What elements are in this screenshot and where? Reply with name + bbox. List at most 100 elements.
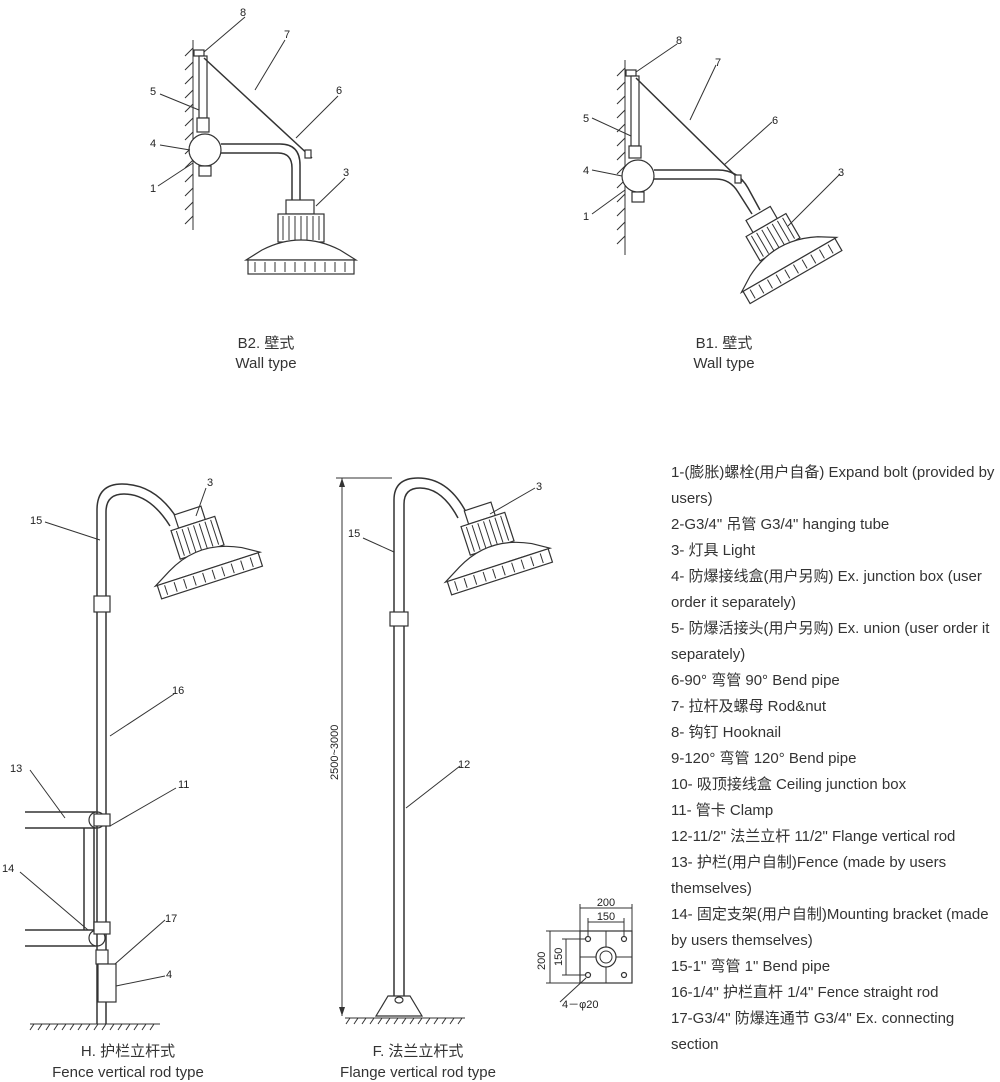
bend-pipe-inner [654, 178, 753, 215]
union [628, 145, 642, 159]
bolt-hole [584, 971, 592, 979]
light-fixture [443, 501, 554, 596]
clamp [93, 595, 111, 613]
legend-item-5: 5- 防爆活接头(用户另购) Ex. union (user order it … [671, 620, 990, 663]
caption-h-cn: H. 护栏立杆式 [81, 1043, 175, 1060]
junction-box [188, 133, 222, 167]
height-dim-text: 2500~3000 [329, 725, 341, 780]
legend-item-4: 4- 防爆接线盒(用户另购) Ex. junction box (user or… [671, 568, 982, 611]
hanging-tube [198, 55, 208, 119]
rod-and-nut [203, 57, 313, 159]
legend-item-3: 3- 灯具 Light [671, 542, 756, 559]
label-15: 15 [30, 515, 42, 527]
caption-h-en: Fence vertical rod type [52, 1064, 204, 1081]
hooknail [625, 69, 637, 77]
label-12: 12 [458, 759, 470, 771]
dim-200-top: 200 [597, 897, 615, 909]
label-11: 11 [178, 779, 189, 791]
caption-f-cn: F. 法兰立杆式 [373, 1043, 464, 1060]
caption-f-en: Flange vertical rod type [340, 1064, 496, 1081]
label-8: 8 [240, 7, 246, 19]
legend-item-8: 8- 钩钉 Hooknail [671, 724, 782, 741]
label-1: 1 [150, 183, 156, 195]
parts-legend: 1-(膨胀)螺栓(用户自备) Expand bolt (provided by … [671, 460, 996, 1058]
label-6: 6 [772, 115, 778, 127]
legend-item-7: 7- 拉杆及螺母 Rod&nut [671, 698, 827, 715]
bolt-hole [584, 935, 592, 943]
dim-holes: 4－φ20 [562, 999, 599, 1011]
hanging-tube [630, 75, 640, 147]
rod-nut [734, 174, 742, 184]
label-1: 1 [583, 211, 589, 223]
label-7: 7 [284, 29, 290, 41]
bend-pipe-inner [221, 152, 293, 200]
light-fixture [243, 199, 359, 275]
flange-plate-detail: 200 150 200 150 4－φ20 [536, 897, 633, 1011]
junction-box [621, 159, 655, 193]
label-4: 4 [166, 969, 172, 981]
junction-box-plug [198, 165, 212, 177]
legend-item-2: 2-G3/4" 吊管 G3/4" hanging tube [671, 516, 890, 533]
dim-150-left: 150 [553, 948, 565, 966]
label-17: 17 [165, 913, 177, 925]
label-4: 4 [583, 165, 589, 177]
flange-bolt [394, 996, 404, 1004]
caption-b2-en: Wall type [235, 355, 296, 372]
bend-pipe-1in [105, 493, 171, 1024]
caption-b1-cn: B1. 壁式 [696, 335, 753, 352]
bend-pipe-1in [403, 487, 459, 996]
center-hole [595, 946, 617, 968]
legend-item-16: 16-1/4" 护栏直杆 1/4" Fence straight rod [671, 984, 939, 1001]
ex-connecting-section [95, 949, 109, 965]
legend-item-9: 9-120° 弯管 120° Bend pipe [671, 750, 857, 767]
light-fixture [739, 205, 843, 305]
label-3: 3 [838, 167, 844, 179]
label-14: 14 [2, 863, 14, 875]
legend-item-1: 1-(膨胀)螺栓(用户自备) Expand bolt (provided by … [671, 464, 995, 507]
figure-b1-wall-type: 8 7 5 6 4 3 1 B1. 壁式 Wall type [583, 35, 844, 372]
rod-nut [304, 149, 312, 159]
mounting-bracket [93, 921, 111, 935]
light-fixture [153, 505, 264, 600]
label-3: 3 [207, 477, 213, 489]
bend-pipe [221, 143, 301, 200]
legend-item-17: 17-G3/4" 防爆连通节 G3/4" Ex. connecting sect… [671, 1010, 955, 1053]
label-16: 16 [172, 685, 184, 697]
caption-b1-en: Wall type [693, 355, 754, 372]
legend-item-14: 14- 固定支架(用户自制)Mounting bracket (made by … [671, 906, 989, 949]
label-5: 5 [150, 86, 156, 98]
hooknail [193, 49, 205, 57]
caption-b2-cn: B2. 壁式 [238, 335, 295, 352]
label-5: 5 [583, 113, 589, 125]
junction-box [97, 963, 117, 1003]
dim-200-left: 200 [536, 952, 548, 970]
wall-hatch [616, 60, 626, 255]
pipe-coupling [389, 611, 409, 627]
dim-150-top: 150 [597, 911, 615, 923]
figure-h-fence-vertical-rod: 3 15 16 13 11 14 17 4 H. 护栏立杆式 Fence ver… [2, 477, 264, 1081]
fence [25, 811, 106, 947]
bolt-hole [620, 971, 628, 979]
legend-item-6: 6-90° 弯管 90° Bend pipe [671, 672, 840, 689]
flange-vertical-rod [393, 477, 467, 996]
label-8: 8 [676, 35, 682, 47]
label-3: 3 [536, 481, 542, 493]
label-3: 3 [343, 167, 349, 179]
legend-item-11: 11- 管卡 Clamp [671, 802, 774, 819]
label-7: 7 [715, 57, 721, 69]
height-dimension: 2500~3000 [329, 477, 392, 1016]
figure-b2-wall-type: 8 7 5 6 4 3 1 B2. 壁式 Wall type [150, 7, 359, 372]
legend-item-15: 15-1" 弯管 1" Bend pipe [671, 958, 831, 975]
label-6: 6 [336, 85, 342, 97]
label-4: 4 [150, 138, 156, 150]
fence-straight-rod [96, 483, 179, 1024]
legend-item-10: 10- 吸顶接线盒 Ceiling junction box [671, 776, 907, 793]
wall-hatch [184, 40, 194, 230]
clamp-lower [93, 813, 111, 827]
junction-box-plug [631, 191, 645, 203]
figure-f-flange-vertical-rod: 2500~3000 3 15 12 F. 法兰立杆式 Flange vertic… [329, 477, 554, 1081]
label-13: 13 [10, 763, 22, 775]
bolt-hole [620, 935, 628, 943]
rod-and-nut [635, 77, 743, 183]
